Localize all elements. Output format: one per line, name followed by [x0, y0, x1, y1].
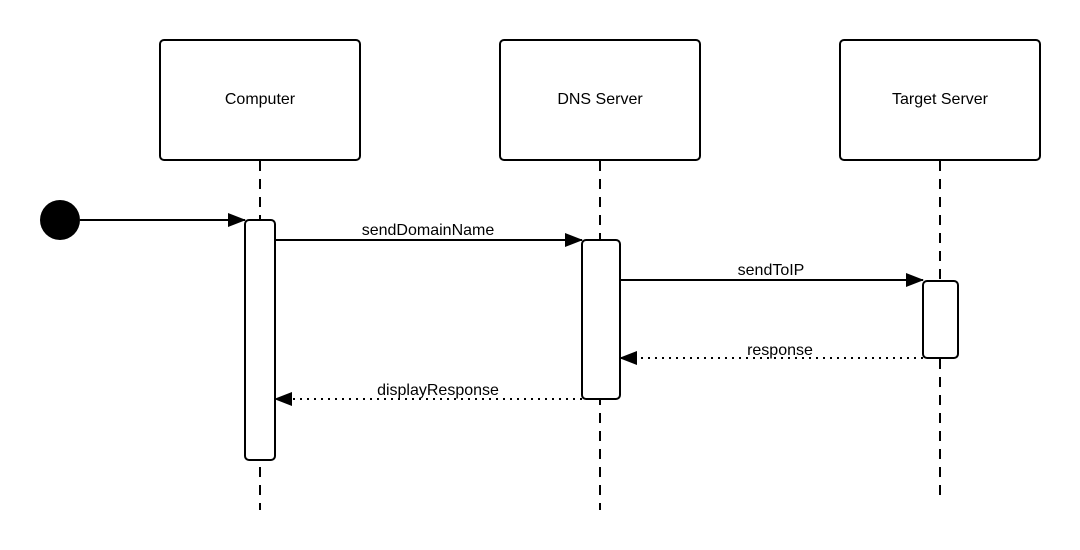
- activation-bar-target-server: [922, 280, 959, 359]
- message-label: response: [747, 342, 813, 359]
- message-label: displayResponse: [377, 382, 499, 399]
- message-label: sendDomainName: [362, 222, 495, 239]
- participant-target-server[interactable]: Target Server: [839, 39, 1041, 161]
- activation-bar-dns-server: [581, 239, 621, 400]
- message-display-response: displayResponse: [274, 382, 582, 406]
- participant-dns-server[interactable]: DNS Server: [499, 39, 701, 161]
- initial-node: [40, 200, 80, 240]
- message-response: response: [619, 342, 923, 365]
- participant-label: DNS Server: [557, 91, 643, 108]
- message-label: sendToIP: [738, 262, 805, 279]
- participant-label: Computer: [225, 91, 296, 108]
- participant-computer[interactable]: Computer: [159, 39, 361, 161]
- message-send-to-ip: sendToIP: [620, 262, 924, 287]
- activation-bar-computer: [244, 219, 276, 461]
- participant-label: Target Server: [892, 91, 989, 108]
- message-send-domain-name: sendDomainName: [275, 222, 583, 247]
